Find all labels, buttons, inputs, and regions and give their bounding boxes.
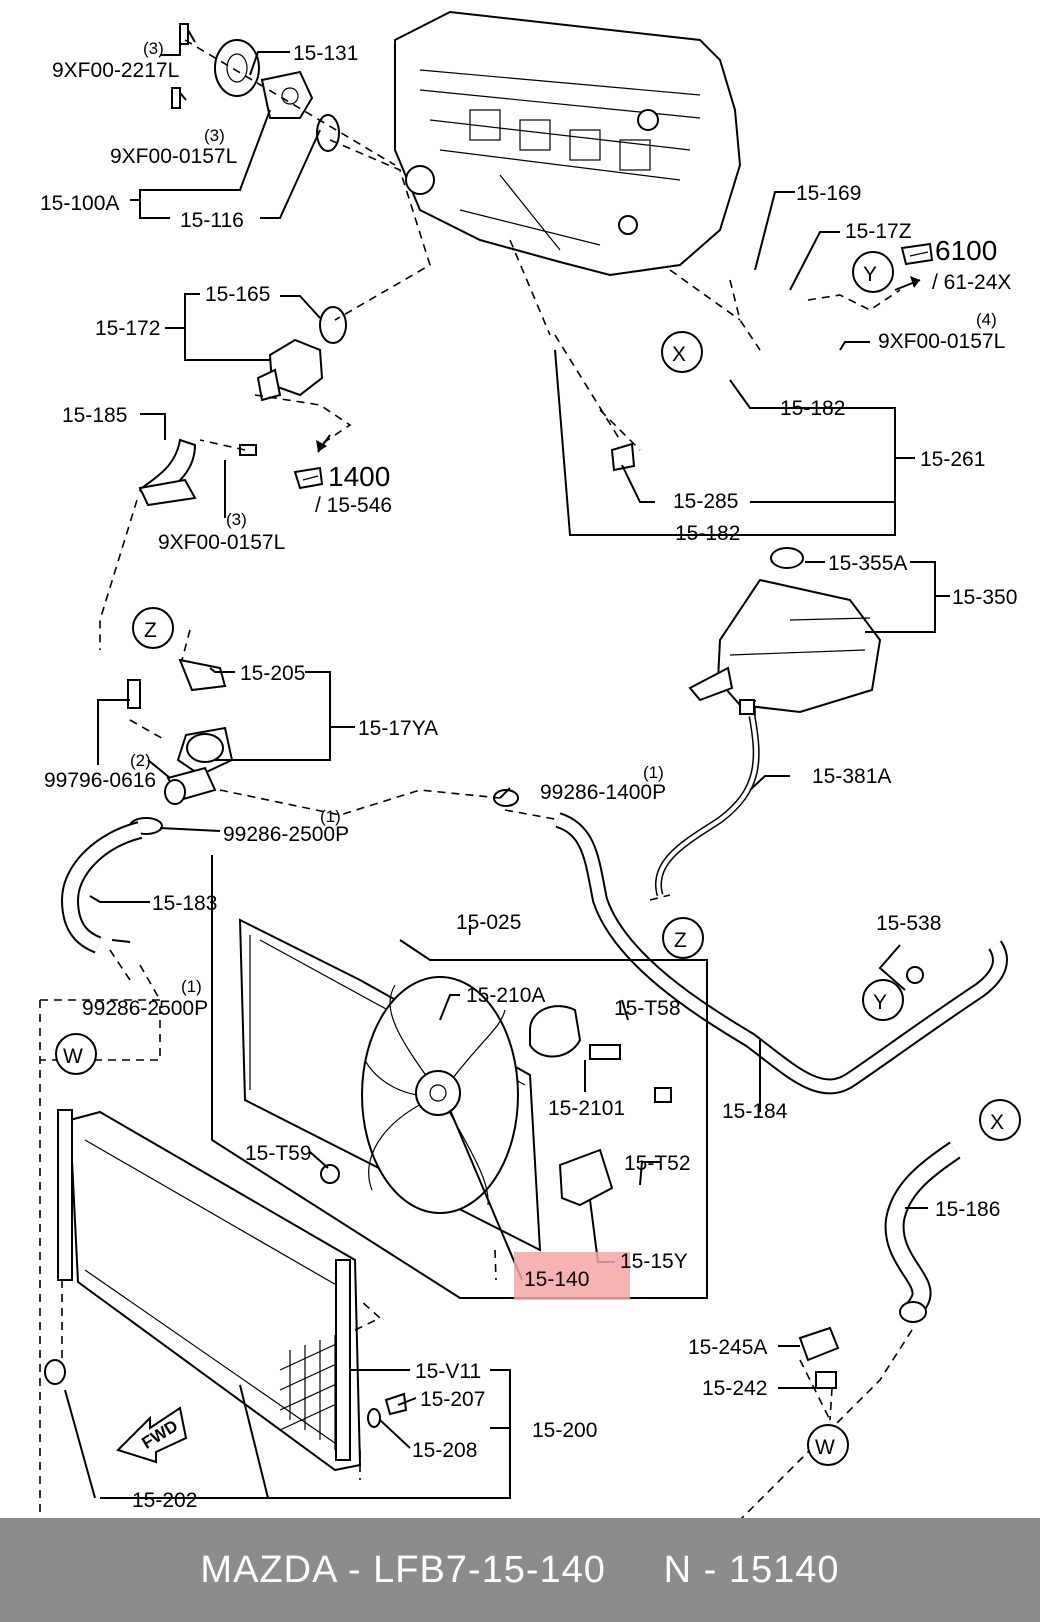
filler-neck-drawing [127, 658, 519, 835]
part-label[interactable]: / 15-546 [315, 494, 392, 517]
part-label[interactable]: 9XF00-2217L [52, 59, 179, 82]
part-label[interactable]: 15-15Y [620, 1250, 688, 1273]
callout-circle-y-top[interactable]: Y [852, 251, 894, 293]
part-label-highlighted[interactable]: 15-140 [524, 1268, 589, 1291]
part-label[interactable]: 15-186 [935, 1198, 1000, 1221]
part-label[interactable]: 15-261 [920, 448, 985, 471]
svg-text:W: W [815, 1436, 835, 1459]
part-label[interactable]: 9XF00-0157L [878, 330, 1005, 353]
part-label[interactable]: 15-T52 [624, 1152, 691, 1175]
part-label[interactable]: 15-200 [532, 1419, 597, 1442]
callout-circle-z-mid[interactable]: Z [662, 917, 704, 959]
svg-text:W: W [63, 1045, 83, 1068]
reservoir-tank-drawing [688, 547, 882, 715]
part-label[interactable]: 9XF00-0157L [110, 145, 237, 168]
quantity-label: (1) [643, 763, 664, 782]
part-label[interactable]: 15-208 [412, 1439, 477, 1462]
engine-block-drawing [394, 10, 742, 277]
part-label[interactable]: 15-381A [812, 765, 891, 788]
quantity-label: (3) [143, 39, 164, 58]
quantity-label: (1) [320, 807, 341, 826]
part-label[interactable]: 15-207 [420, 1388, 485, 1411]
callout-circle-w-bottom[interactable]: W [807, 1424, 849, 1466]
hose-15-185-drawing [138, 438, 197, 507]
part-label[interactable]: 99286-2500P [223, 823, 349, 846]
part-label[interactable]: 15-172 [95, 317, 160, 340]
part-label[interactable]: 15-184 [722, 1100, 788, 1123]
reference-hand-icon [900, 242, 934, 266]
part-label[interactable]: 15-165 [205, 283, 270, 306]
part-label[interactable]: 15-025 [456, 911, 521, 934]
water-outlet-drawing [239, 306, 347, 456]
part-label[interactable]: 15-17Z [845, 220, 912, 243]
svg-text:X: X [990, 1111, 1004, 1134]
quantity-label: (2) [130, 751, 151, 770]
part-label[interactable]: 15-202 [132, 1489, 197, 1512]
dashed-assembly-lines [39, 39, 913, 1518]
quantity-label: (3) [204, 126, 225, 145]
part-label[interactable]: 15-538 [876, 912, 941, 935]
part-label[interactable]: 15-T58 [614, 997, 681, 1020]
part-label[interactable]: 15-V11 [415, 1360, 481, 1383]
fan-assembly-drawing [238, 918, 672, 1252]
fwd-arrow-icon: FWD [116, 1406, 188, 1464]
part-label[interactable]: 15-210A [466, 984, 545, 1007]
part-label[interactable]: 15-245A [688, 1336, 767, 1359]
thermostat-housing-drawing [171, 23, 340, 152]
part-label[interactable]: 15-182 [780, 397, 845, 420]
callout-circle-y-right[interactable]: Y [862, 979, 904, 1021]
svg-text:Z: Z [144, 619, 157, 642]
part-label[interactable]: 15-182 [675, 522, 740, 545]
reference-hand-icon [293, 466, 324, 490]
callout-circle-z-left[interactable]: Z [132, 607, 174, 649]
part-label[interactable]: 15-2101 [548, 1097, 625, 1120]
footer-bar: MAZDA - LFB7-15-140 N - 15140 [0, 1518, 1040, 1622]
radiator-drawing [44, 1109, 408, 1472]
part-number-caption: MAZDA - LFB7-15-140 N - 15140 [200, 1548, 840, 1591]
hoses-drawing [60, 338, 1008, 1389]
part-label[interactable]: 15-116 [180, 209, 244, 232]
part-label[interactable]: 15-100A [40, 192, 119, 215]
part-label[interactable]: 9XF00-0157L [158, 531, 285, 554]
callout-circle-x-right[interactable]: X [979, 1099, 1021, 1141]
part-label[interactable]: 15-350 [952, 586, 1017, 609]
highlight-box [514, 1252, 630, 1300]
part-label[interactable]: 15-242 [702, 1377, 767, 1400]
part-label[interactable]: 99286-1400P [540, 781, 666, 804]
svg-text:Z: Z [674, 929, 687, 952]
part-label[interactable]: 15-205 [240, 662, 305, 685]
part-label[interactable]: 15-183 [152, 892, 217, 915]
part-label[interactable]: 99286-2500P [82, 997, 208, 1020]
parts-diagram: FWD X Y Z Z Y W X W (3) (3) (3) (4) (2) … [39, 10, 1021, 1518]
part-label[interactable]: 15-169 [796, 182, 861, 205]
part-label[interactable]: 15-355A [828, 552, 907, 575]
callout-circle-x-top[interactable]: X [661, 331, 703, 373]
part-label[interactable]: 15-285 [673, 490, 738, 513]
part-label[interactable]: 15-185 [62, 404, 127, 427]
part-label[interactable]: 15-T59 [245, 1142, 312, 1165]
part-label[interactable]: 15-131 [293, 42, 358, 65]
part-label[interactable]: 1400 [328, 461, 390, 492]
svg-text:Y: Y [873, 991, 887, 1014]
part-label[interactable]: 99796-0616 [44, 769, 156, 792]
svg-text:X: X [672, 343, 686, 366]
part-label[interactable]: 6100 [935, 235, 997, 266]
part-label[interactable]: 15-17YA [358, 717, 438, 740]
svg-text:Y: Y [863, 263, 877, 286]
quantity-label: (3) [226, 510, 247, 529]
quantity-label: (4) [976, 310, 997, 329]
quantity-label: (1) [181, 977, 202, 996]
callout-circle-w-left[interactable]: W [55, 1033, 97, 1075]
arrow-icon [316, 434, 331, 453]
arrow-icon [894, 276, 921, 291]
part-label[interactable]: / 61-24X [932, 271, 1011, 294]
